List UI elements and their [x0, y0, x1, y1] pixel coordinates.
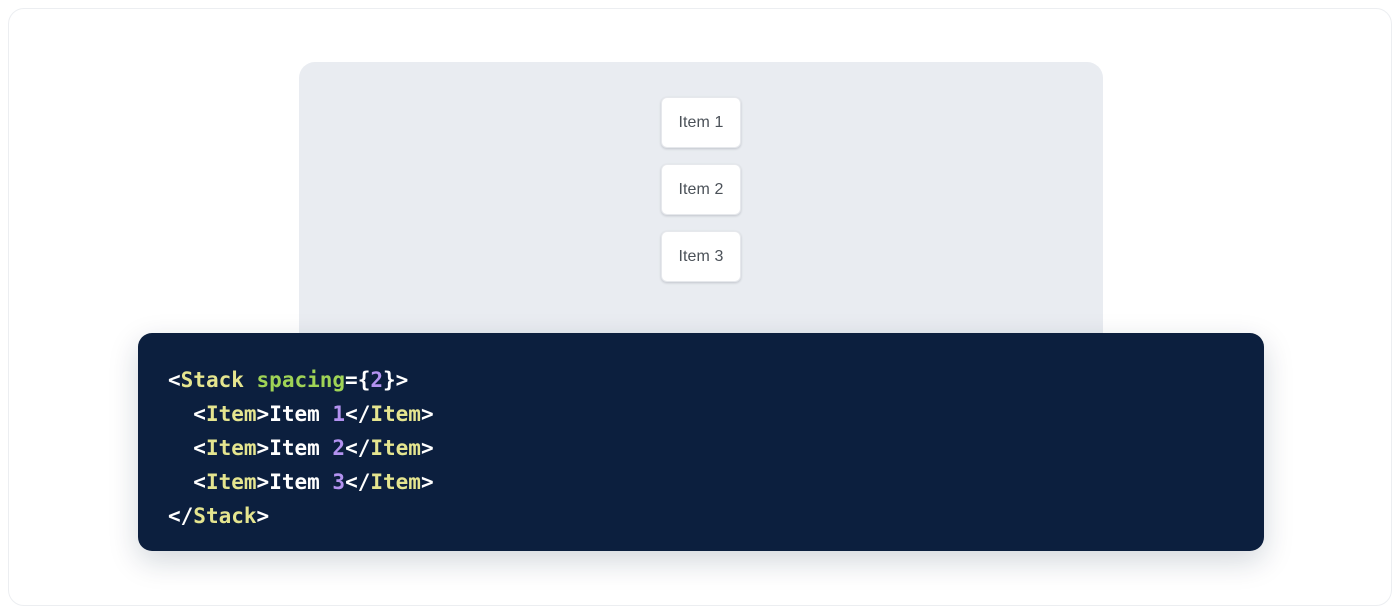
code-token-tag: Item — [370, 402, 421, 426]
code-token-num: 3 — [332, 470, 346, 494]
code-token-punct: < — [193, 402, 206, 426]
code-indent — [168, 436, 193, 460]
code-token-text: Item — [269, 436, 333, 460]
code-token-tag: Item — [205, 402, 257, 426]
code-token-punct: > — [256, 504, 270, 528]
code-token-punct — [244, 368, 257, 392]
code-indent — [168, 402, 193, 426]
code-token-punct: </ — [345, 470, 371, 494]
stack-item[interactable]: Item 3 — [661, 231, 741, 282]
code-token-punct: < — [168, 368, 181, 392]
code-token-tag: Item — [370, 470, 421, 494]
code-token-punct: ={ — [345, 368, 371, 392]
code-token-punct: > — [256, 436, 270, 460]
code-indent — [168, 470, 193, 494]
code-token-punct: > — [256, 402, 270, 426]
code-token-punct: < — [193, 470, 206, 494]
code-block[interactable]: <Stack spacing={2}> <Item>Item 1</Item> … — [138, 333, 1264, 551]
code-token-punct: > — [256, 470, 270, 494]
code-token-num: 2 — [332, 436, 346, 460]
stack-container: Item 1 Item 2 Item 3 — [299, 97, 1103, 282]
stack-item-label: Item 2 — [678, 180, 724, 198]
page-card: Item 1 Item 2 Item 3 <Stack spacing={2}>… — [8, 8, 1392, 606]
stack-item[interactable]: Item 1 — [661, 97, 741, 148]
code-token-text: Item — [269, 402, 333, 426]
code-token-punct: > — [420, 402, 434, 426]
code-token-punct: }> — [383, 368, 409, 392]
code-token-tag: Stack — [180, 368, 244, 392]
stack-item[interactable]: Item 2 — [661, 164, 741, 215]
code-token-punct: < — [193, 436, 206, 460]
code-token-attr: spacing — [256, 368, 346, 392]
code-token-text: Item — [269, 470, 333, 494]
code-token-num: 1 — [332, 402, 346, 426]
code-token-tag: Item — [370, 436, 421, 460]
code-token-tag: Item — [205, 436, 257, 460]
code-token-tag: Stack — [193, 504, 257, 528]
code-token-punct: </ — [345, 402, 371, 426]
code-token-punct: > — [420, 470, 434, 494]
stack-item-label: Item 3 — [678, 247, 724, 265]
code-snippet: <Stack spacing={2}> <Item>Item 1</Item> … — [168, 363, 1264, 533]
code-token-punct: </ — [168, 504, 194, 528]
code-token-punct: </ — [345, 436, 371, 460]
code-token-punct: > — [420, 436, 434, 460]
code-token-tag: Item — [205, 470, 257, 494]
code-token-num: 2 — [370, 368, 383, 392]
stack-item-label: Item 1 — [678, 113, 724, 131]
